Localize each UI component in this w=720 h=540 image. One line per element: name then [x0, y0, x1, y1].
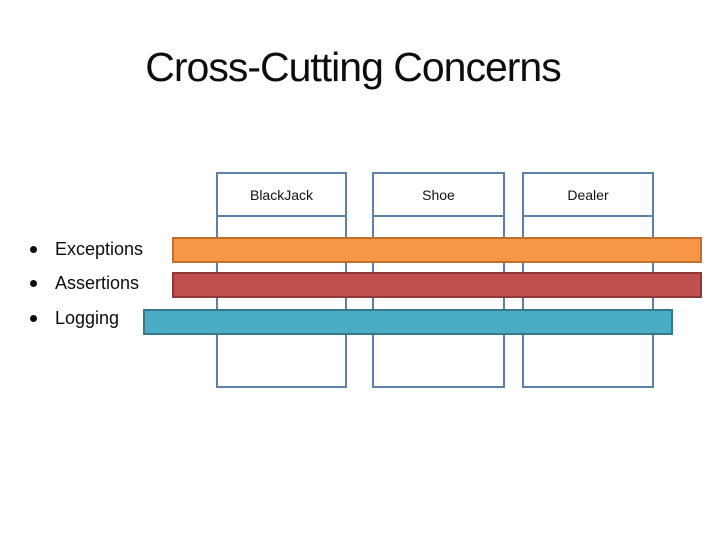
component-box-header: Shoe [374, 174, 503, 217]
bullet-label: Logging [55, 307, 120, 328]
component-box-label: Dealer [567, 186, 609, 203]
bullet-label: Assertions [55, 273, 140, 293]
component-box-label: Shoe [422, 186, 455, 203]
bullet-icon [30, 245, 37, 253]
slide-title: Cross-Cutting Concerns [145, 44, 562, 90]
bullet-icon [30, 280, 37, 287]
concern-bar-assertions [172, 272, 702, 298]
bullet-item-assertions: Assertions [30, 267, 143, 301]
bullet-icon [30, 314, 37, 322]
bullet-item-logging: Logging [30, 301, 143, 335]
component-box-label: BlackJack [249, 186, 314, 203]
bullet-item-exceptions: Exceptions [30, 232, 143, 266]
component-box-header: Dealer [524, 174, 652, 217]
bullet-label: Exceptions [55, 238, 144, 259]
component-box-header: BlackJack [218, 174, 345, 217]
concern-bullet-list: Exceptions Assertions Logging [30, 232, 143, 336]
concern-bar-exceptions [172, 237, 702, 263]
concern-bar-logging [143, 309, 673, 335]
